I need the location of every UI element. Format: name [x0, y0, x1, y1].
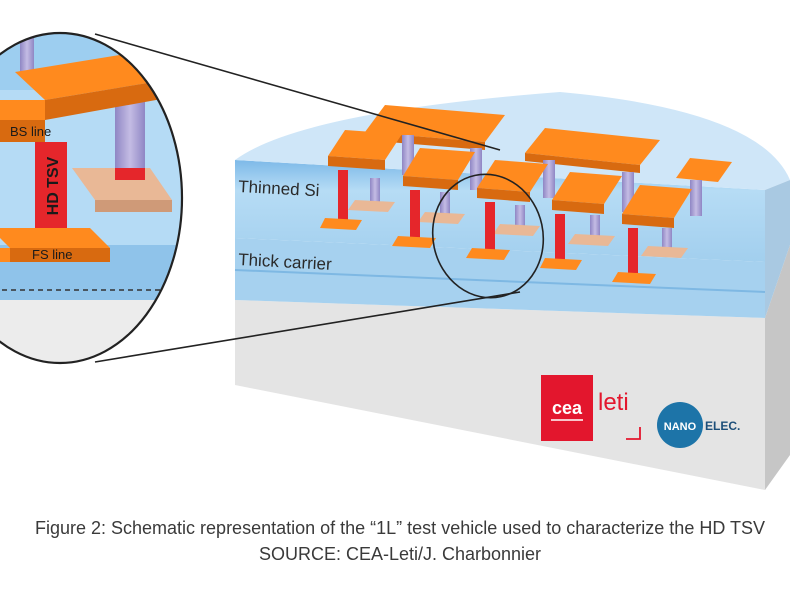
- purple-vias: [370, 135, 702, 248]
- nanoelec-logo: NANO ELEC.: [657, 402, 740, 448]
- thick-carrier-front: [235, 300, 765, 490]
- svg-text:leti: leti: [598, 389, 629, 416]
- bs-line-top-2: [525, 128, 660, 165]
- bs-line-top-3: [676, 158, 732, 182]
- fs-line-label: FS line: [32, 247, 72, 262]
- interconnect-structures: [320, 105, 732, 284]
- zoom-callout: [94, 33, 545, 363]
- bs-line-top-1: [365, 105, 505, 142]
- landing-pads: [348, 200, 688, 258]
- tsv-unit-2: [392, 148, 475, 248]
- svg-text:ELEC.: ELEC.: [705, 419, 740, 433]
- thinned-si-label: Thinned Si: [238, 177, 320, 200]
- tsv-unit-4: [540, 172, 622, 270]
- hd-tsv-column: [35, 142, 67, 230]
- svg-text:NANO: NANO: [664, 421, 697, 433]
- thick-carrier-label: Thick carrier: [238, 250, 333, 274]
- figure-caption: Figure 2: Schematic representation of th…: [34, 518, 766, 538]
- tsv-unit-1: [320, 130, 402, 230]
- tsv-unit-3: [466, 160, 548, 260]
- magnifier-outline: [0, 31, 184, 365]
- zoom-region-marker: [431, 173, 545, 299]
- tsv-unit-5: [612, 185, 692, 284]
- figure-source: SOURCE: CEA-Leti/J. Charbonnier: [258, 544, 542, 564]
- cea-leti-logo: cea leti: [541, 375, 641, 441]
- bs-line-label: BS line: [10, 124, 51, 139]
- wafer-end-face: [765, 245, 790, 490]
- hd-tsv-label: HD TSV: [45, 156, 62, 215]
- svg-text:cea: cea: [552, 398, 583, 418]
- fs-line-pad: [0, 228, 110, 248]
- magnified-detail: BS line FS line HD TSV: [0, 31, 184, 365]
